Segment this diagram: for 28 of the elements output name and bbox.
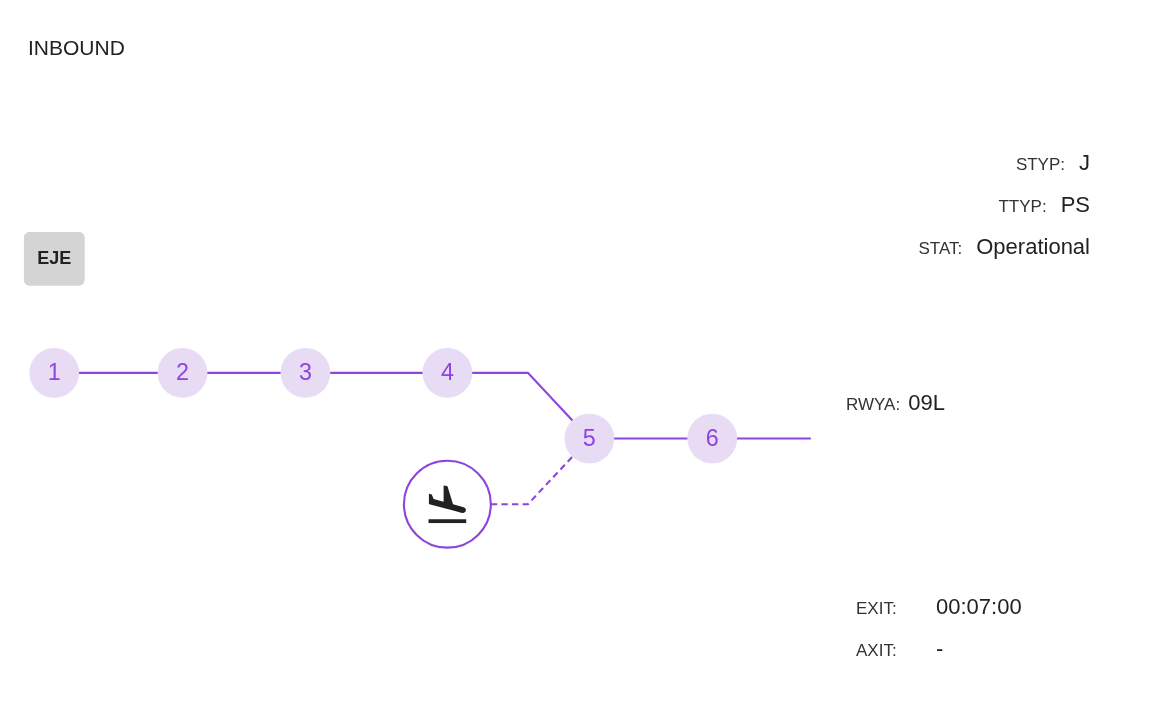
field-label: STAT: [918, 239, 963, 259]
diagram-title: INBOUND [28, 36, 125, 60]
connector [471, 371, 574, 422]
field-value: PS [1060, 192, 1090, 218]
field-value: - [936, 636, 944, 662]
step-circle: 1 [29, 347, 80, 398]
field-value: J [1079, 150, 1090, 176]
connector [613, 437, 688, 440]
waypoint-circle [402, 459, 492, 549]
connector [78, 371, 159, 374]
field-value: 00:07:00 [936, 594, 1022, 620]
connector [736, 437, 811, 440]
tag-badge: EJE [23, 231, 85, 286]
field-label: STYP: [1015, 155, 1065, 175]
connector [329, 371, 423, 374]
connector [490, 455, 574, 506]
field-label: TTYP: [998, 197, 1047, 217]
field-value: 09L [908, 390, 945, 416]
step-circle: 4 [422, 347, 473, 398]
field-label: RWYA: [846, 395, 901, 415]
step-circle: 6 [687, 413, 738, 464]
step-circle: 3 [280, 347, 331, 398]
connector [206, 371, 282, 374]
step-circle: 2 [157, 347, 208, 398]
field-value: Operational [976, 234, 1090, 260]
field-label: EXIT: [856, 599, 898, 619]
field-label: AXIT: [856, 641, 898, 661]
step-circle: 5 [564, 413, 615, 464]
